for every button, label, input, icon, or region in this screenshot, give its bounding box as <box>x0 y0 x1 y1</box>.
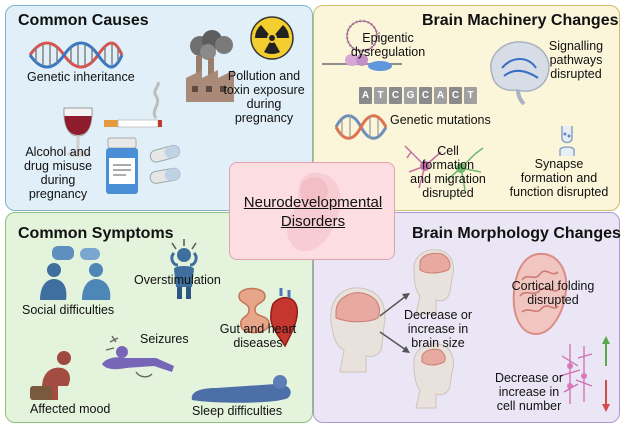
dna-letter-block: A <box>434 87 447 104</box>
pill-bottle-icon <box>106 137 138 194</box>
wine-glass-icon <box>63 107 93 157</box>
neuron-cells-icon <box>404 145 484 191</box>
dna-letter-block: T <box>374 87 387 104</box>
brain-signalling-icon <box>490 41 550 106</box>
dna-helix-icon <box>28 41 124 69</box>
cigarette-icon <box>104 81 162 128</box>
overstimulation-person-icon <box>170 239 198 299</box>
synapse-icon <box>559 126 575 156</box>
fetus-icon <box>286 172 341 252</box>
sleeping-person-icon <box>191 375 291 403</box>
causes-title: Common Causes <box>18 12 149 29</box>
factory-pollution-icon <box>186 30 234 102</box>
sad-person-icon <box>30 351 71 400</box>
social-people-icon <box>40 246 111 300</box>
center-title-box: Neurodevelopmental Disorders <box>229 162 395 260</box>
symptoms-title: Common Symptoms <box>18 225 174 242</box>
dna-letter-block: C <box>389 87 402 104</box>
head-brain-size-icon <box>330 249 454 409</box>
genetic-inheritance-label: Genetic inheritance <box>27 70 135 84</box>
dna-letter-block: T <box>464 87 477 104</box>
morphology-title: Brain Morphology Changes <box>412 225 621 242</box>
affected-mood-label: Affected mood <box>30 402 111 416</box>
center-title: Neurodevelopmental Disorders <box>243 194 383 230</box>
social-difficulties-label: Social difficulties <box>22 303 115 317</box>
dna-letter-block: G <box>404 87 417 104</box>
machinery-title: Brain Machinery Changes <box>422 12 619 29</box>
neuron-cluster-icon <box>559 336 610 412</box>
cortical-brain-icon <box>512 252 568 336</box>
mutated-dna-icon <box>334 114 388 140</box>
radiation-icon <box>250 16 294 60</box>
overstimulation-label: Overstimulation <box>134 273 221 287</box>
dna-letter-block: C <box>449 87 462 104</box>
sleep-difficulties-label: Sleep difficulties <box>192 404 283 418</box>
dna-letter-block: A <box>359 87 372 104</box>
chromatin-icon <box>322 19 402 71</box>
genetic-mutations-label: Genetic mutations <box>390 113 491 127</box>
gut-heart-icon <box>238 287 299 348</box>
seizure-person-icon <box>102 335 174 378</box>
dna-letter-block: C <box>419 87 432 104</box>
seizures-label: Seizures <box>140 332 189 346</box>
capsule-pills-icon <box>149 144 181 184</box>
